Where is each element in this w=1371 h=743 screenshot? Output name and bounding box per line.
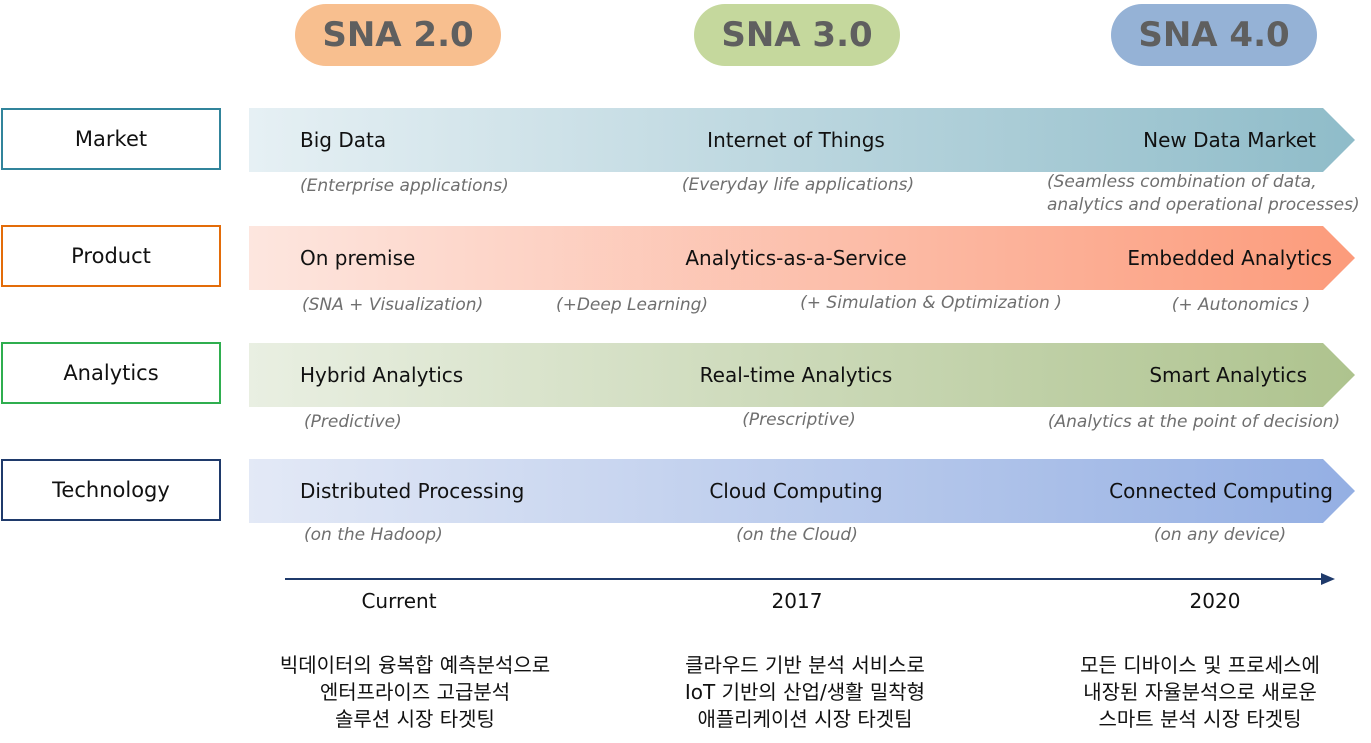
summary-2017-line-3: 애플리케이션 시장 타겟팀 [697,707,913,731]
summary-2020: 모든 디바이스 및 프로세스에 내장된 자율분석으로 새로운 스마트 분석 시장… [1020,652,1371,733]
product-stage-2: Analytics-as-a-Service [685,246,907,270]
analytics-stage-2: Real-time Analytics [699,363,893,387]
summary-2017: 클라우드 기반 분석 서비스로 IoT 기반의 산업/생활 밀착형 애플리케이션… [625,652,985,733]
summary-2020-line-1: 모든 디바이스 및 프로세스에 [1080,653,1320,677]
sna-4-0-badge: SNA 4.0 [1111,4,1317,66]
analytics-note-2: (Prescriptive) [742,410,856,430]
technology-stage-1: Distributed Processing [300,479,525,503]
summary-current-line-2: 엔터프라이즈 고급분석 [319,680,511,704]
timeline-arrowhead-icon [1321,573,1335,585]
product-arrow-band [249,226,1355,290]
analytics-note-3: (Analytics at the point of decision) [1047,412,1341,432]
technology-arrow-band [249,459,1355,523]
summary-2017-line-1: 클라우드 기반 분석 서비스로 [685,653,925,677]
technology-stage-2: Cloud Computing [709,479,883,503]
product-note-4: (+ Autonomics ) [1171,295,1311,315]
analytics-stage-1: Hybrid Analytics [300,363,464,387]
analytics-note-1: (Predictive) [304,412,402,432]
product-stage-1: On premise [300,246,416,270]
row-label-product: Product [1,225,221,287]
product-note-1: (SNA + Visualization) [302,295,484,315]
product-note-3: (+ Simulation & Optimization ) [800,293,1062,313]
sna-2-0-badge: SNA 2.0 [295,4,501,66]
sna-3-0-badge: SNA 3.0 [694,4,900,66]
technology-note-1: (on the Hadoop) [304,525,443,545]
technology-note-2: (on the Cloud) [736,525,858,545]
market-note-4: analytics and operational processes) [1047,195,1360,215]
summary-2020-line-2: 내장된 자율분석으로 새로운 [1083,680,1317,704]
market-stage-3: New Data Market [1143,128,1316,152]
product-note-2: (+Deep Learning) [555,295,709,315]
market-arrow-band [249,108,1355,172]
technology-note-3: (on any device) [1153,525,1287,545]
market-note-1: (Enterprise applications) [300,176,509,196]
row-label-market: Market [1,108,221,170]
timeline-tick-2020: 2020 [1189,589,1241,613]
timeline-axis [285,578,1321,580]
timeline-tick-2017: 2017 [771,589,823,613]
summary-current: 빅데이터의 융복합 예측분석으로 엔터프라이즈 고급분석 솔루션 시장 타겟팅 [235,652,595,733]
market-stage-1: Big Data [300,128,387,152]
row-label-analytics: Analytics [1,342,221,404]
market-note-2: (Everyday life applications) [681,175,915,195]
analytics-arrow-band [249,343,1355,407]
summary-current-line-3: 솔루션 시장 타겟팅 [335,707,495,731]
market-note-3: (Seamless combination of data, [1047,172,1317,192]
technology-stage-3: Connected Computing [1109,479,1333,503]
market-stage-2: Internet of Things [707,128,885,152]
summary-current-line-1: 빅데이터의 융복합 예측분석으로 [279,653,551,677]
row-label-technology: Technology [1,459,221,521]
timeline-tick-current: Current [361,589,437,613]
summary-2020-line-3: 스마트 분석 시장 타겟팅 [1098,707,1302,731]
summary-2017-line-2: IoT 기반의 산업/생활 밀착형 [684,680,926,704]
product-stage-3: Embedded Analytics [1127,246,1332,270]
analytics-stage-3: Smart Analytics [1149,363,1307,387]
